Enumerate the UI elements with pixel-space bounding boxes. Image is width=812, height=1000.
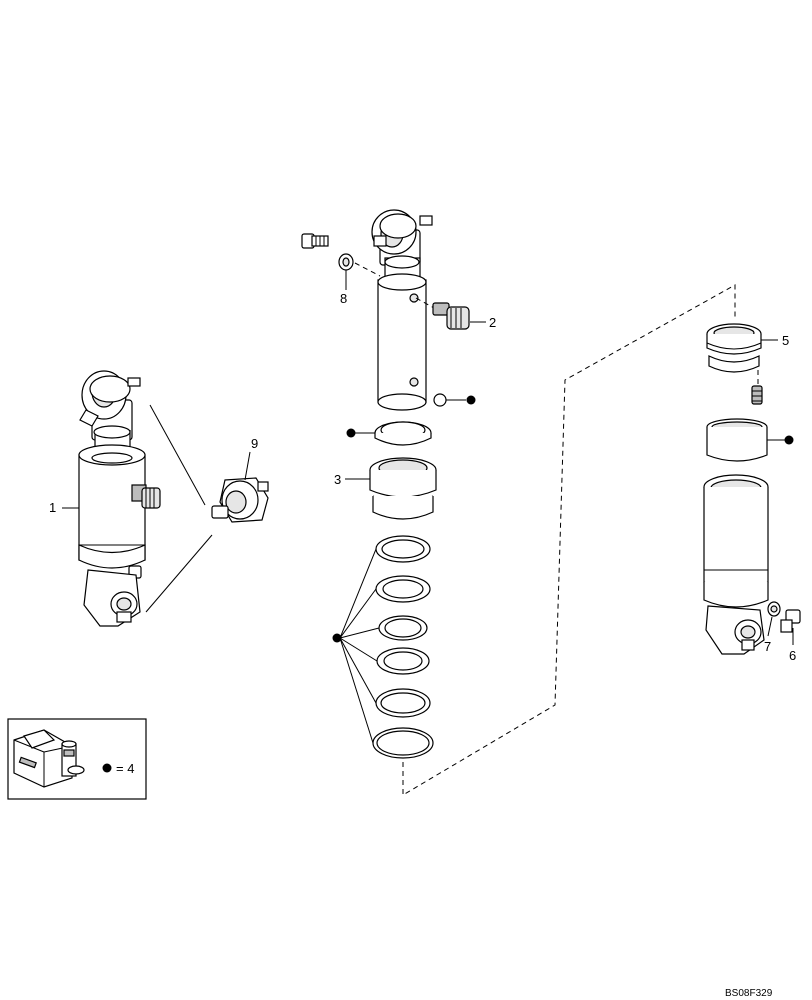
barrel <box>703 474 769 655</box>
callout-8: 8 <box>340 291 347 306</box>
legend-text: = 4 <box>116 761 134 776</box>
seal-kit-box-icon <box>13 729 85 788</box>
seal-kit-marker-rings <box>332 633 342 643</box>
seal-kit-legend: = 4 <box>7 718 147 800</box>
seal-kit-marker-ball <box>466 395 476 405</box>
washer-7: 7 <box>764 601 781 654</box>
callout-5: 5 <box>782 333 789 348</box>
drawing-id: BS08F329 <box>725 988 773 999</box>
callout-9: 9 <box>251 436 258 451</box>
plug-fitting-2: 2 <box>415 297 496 330</box>
bolt-6: 6 <box>780 609 801 663</box>
seal-rings <box>332 535 434 759</box>
callout-1: 1 <box>49 500 56 515</box>
cylinder-assembly-1: 1 <box>49 370 161 627</box>
callout-2: 2 <box>489 315 496 330</box>
seal-kit-marker-band <box>784 435 794 445</box>
legend-bullet <box>102 763 112 773</box>
assembly-link-line <box>402 284 736 796</box>
wiper-seal <box>346 421 432 446</box>
rod-assembly <box>371 209 433 411</box>
wear-band <box>706 418 794 462</box>
seal-kit-marker-wiper <box>346 428 356 438</box>
spherical-bushing-9: 9 <box>211 436 269 523</box>
callout-6: 6 <box>789 648 796 663</box>
gland-3: 3 <box>334 457 437 520</box>
callout-7: 7 <box>764 639 771 654</box>
piston-5: 5 <box>706 323 789 405</box>
callout-3: 3 <box>334 472 341 487</box>
bolt-washer-8: 8 <box>301 233 381 306</box>
